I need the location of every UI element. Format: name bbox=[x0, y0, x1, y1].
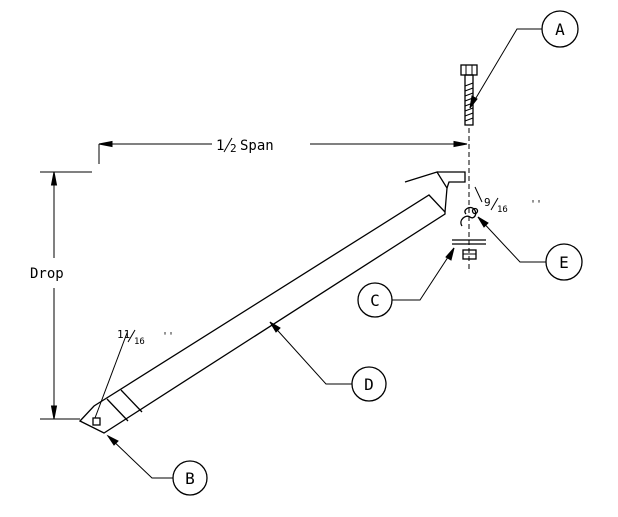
callout-d-label: D bbox=[364, 375, 374, 394]
hole-small-num: 9 bbox=[484, 196, 491, 209]
hole-big-unit: '' bbox=[162, 331, 174, 342]
half-span-label: Span bbox=[240, 138, 274, 154]
callout-d: D bbox=[269, 321, 387, 402]
bolt bbox=[460, 64, 478, 126]
hole-small-unit: '' bbox=[530, 199, 542, 210]
callout-b-label: B bbox=[185, 469, 195, 488]
hole-small-den: 16 bbox=[497, 205, 508, 215]
callout-b: B bbox=[106, 434, 208, 496]
callout-e: E bbox=[477, 216, 583, 281]
washer-and-nut bbox=[452, 239, 486, 260]
callout-e-label: E bbox=[559, 253, 569, 272]
rafter bbox=[78, 171, 466, 434]
lock-washer bbox=[460, 206, 479, 227]
half-span-dimension: 1 2 Span bbox=[98, 137, 468, 164]
hole-big-num: 11 bbox=[117, 328, 130, 341]
callout-a-label: A bbox=[555, 20, 565, 39]
drop-label: Drop bbox=[30, 266, 64, 282]
half-span-label-prefix: 1 bbox=[216, 138, 224, 154]
hole-note-large: 11 16 '' bbox=[94, 328, 174, 419]
callout-a: A bbox=[469, 10, 579, 109]
hole-note-small: 9 16 '' bbox=[474, 186, 542, 215]
half-span-label-den: 2 bbox=[230, 142, 237, 155]
bolt-head bbox=[460, 64, 478, 76]
callout-c-label: C bbox=[370, 291, 380, 310]
hole-big-den: 16 bbox=[134, 337, 145, 347]
rafter-end-hole bbox=[92, 417, 101, 426]
drop-dimension: Drop bbox=[30, 171, 92, 420]
callout-c: C bbox=[357, 247, 455, 318]
